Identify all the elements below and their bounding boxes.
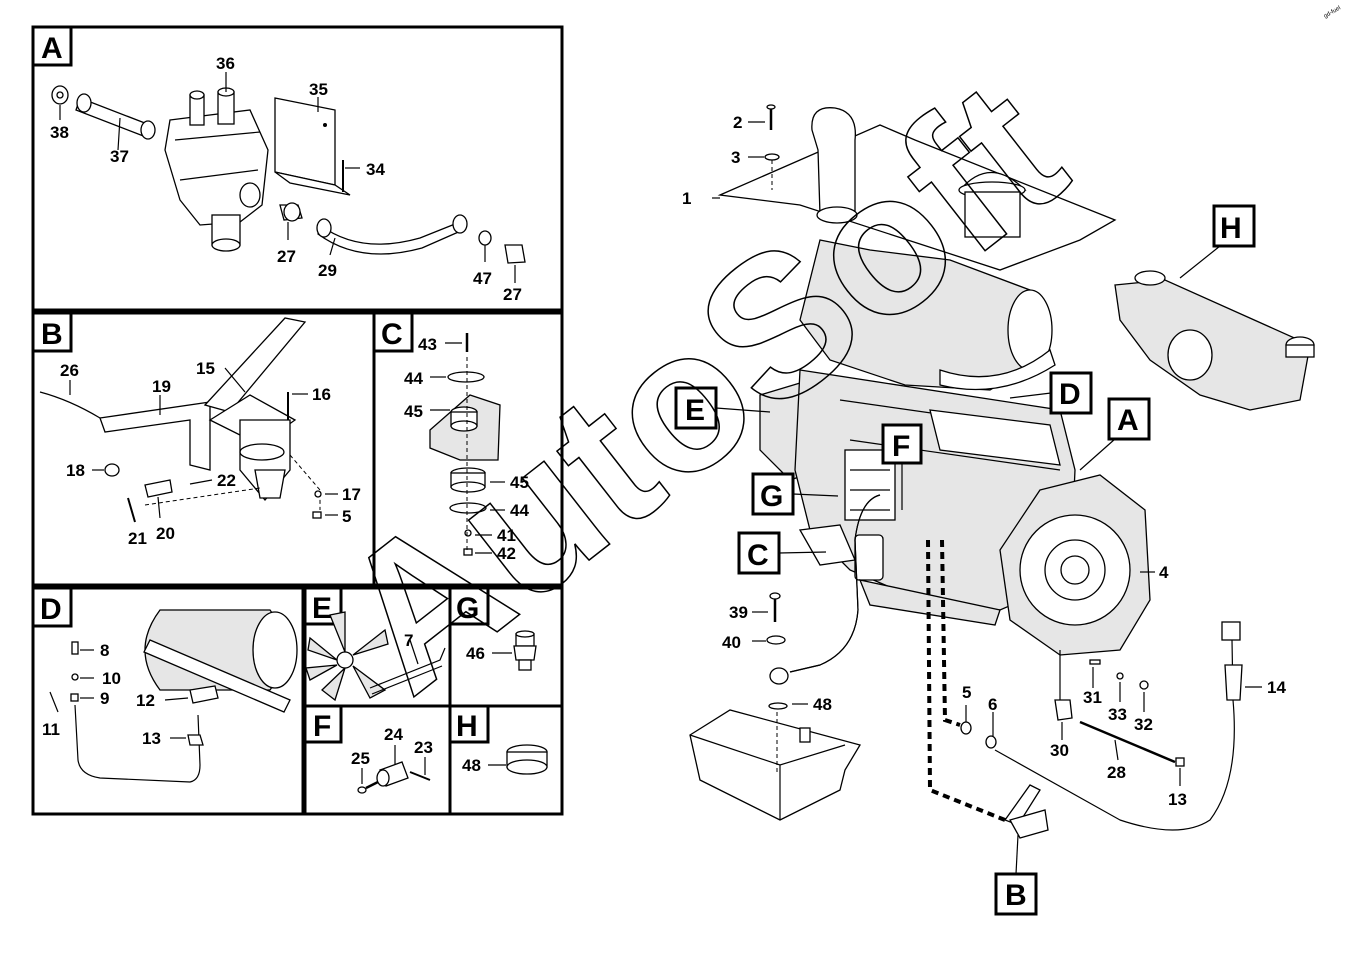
- main-callouts: E G C F D A H B: [674, 204, 1256, 916]
- panel-d-drawing: [49, 609, 298, 783]
- panel-f-label: F: [313, 710, 331, 743]
- part-label: 9: [100, 689, 109, 708]
- part-label: 48: [813, 695, 832, 714]
- part-label: 8: [100, 641, 109, 660]
- callout-b: B: [1005, 879, 1027, 912]
- part-label: 26: [60, 361, 79, 380]
- part-label: 6: [988, 695, 997, 714]
- part-label: 41: [497, 526, 516, 545]
- part-label: 23: [414, 738, 433, 757]
- part-label: 44: [404, 369, 423, 388]
- panel-e-drawing: [305, 611, 446, 702]
- part-label: 29: [318, 261, 337, 280]
- part-label: 27: [277, 247, 296, 266]
- part-label: 27: [503, 285, 522, 304]
- part-label: 17: [342, 485, 361, 504]
- part-label: 42: [497, 544, 516, 563]
- panel-h-frame: [448, 704, 564, 816]
- panel-g-drawing: [492, 630, 537, 671]
- part-label: 13: [1168, 790, 1187, 809]
- callout-f: F: [892, 430, 910, 463]
- panel-c-drawing: [429, 333, 505, 556]
- part-label: 5: [342, 507, 351, 526]
- part-label: 43: [418, 335, 437, 354]
- part-number-labels: 36 35 38 37 34 27 29 47 27 26 19 15 16 1…: [42, 54, 1286, 809]
- part-label: 45: [404, 402, 423, 421]
- panel-a-label: A: [41, 32, 63, 65]
- part-label: 40: [722, 633, 741, 652]
- panel-c-frame: [372, 311, 564, 587]
- panel-b-drawing: [39, 317, 338, 523]
- part-label: 4: [1159, 563, 1169, 582]
- part-label: 33: [1108, 705, 1127, 724]
- panel-a-drawing: [51, 72, 526, 283]
- part-label: 16: [312, 385, 331, 404]
- part-label: 47: [473, 269, 492, 288]
- corner-mark: gd-fuel: [1323, 5, 1342, 19]
- part-label: 35: [309, 80, 328, 99]
- panel-d-label: D: [40, 593, 62, 626]
- panel-frames: [31, 25, 564, 816]
- part-label: 7: [404, 631, 413, 650]
- part-label: 3: [731, 148, 740, 167]
- part-label: 36: [216, 54, 235, 73]
- part-label: 14: [1267, 678, 1286, 697]
- part-label: 46: [466, 644, 485, 663]
- part-label: 32: [1134, 715, 1153, 734]
- part-label: 10: [102, 669, 121, 688]
- part-label: 37: [110, 147, 129, 166]
- callout-c: C: [747, 539, 769, 572]
- part-label: 31: [1083, 688, 1102, 707]
- part-label: 12: [136, 691, 155, 710]
- part-label: 44: [510, 501, 529, 520]
- part-label: 34: [366, 160, 385, 179]
- part-label: 11: [42, 720, 60, 739]
- part-label: 19: [152, 377, 171, 396]
- part-label: 20: [156, 524, 175, 543]
- panel-f-drawing: [357, 745, 431, 794]
- panel-d-frame: [31, 586, 305, 816]
- part-label: 30: [1050, 741, 1069, 760]
- part-label: 39: [729, 603, 748, 622]
- part-label: 25: [351, 749, 370, 768]
- part-label: 24: [384, 725, 403, 744]
- panel-g-label: G: [456, 592, 479, 625]
- part-label: 5: [962, 683, 971, 702]
- panel-h-label: H: [456, 710, 478, 743]
- panel-e-label: E: [312, 592, 332, 625]
- part-label: 18: [66, 461, 85, 480]
- part-label: 28: [1107, 763, 1126, 782]
- panel-labels: A B C D E G F H: [31, 25, 490, 744]
- part-label: 15: [196, 359, 215, 378]
- part-label: 2: [733, 113, 742, 132]
- callout-e: E: [685, 394, 705, 427]
- callout-a: A: [1117, 404, 1139, 437]
- main-engine-drawing: [689, 104, 1315, 839]
- part-label: 45: [510, 473, 529, 492]
- callout-g: G: [760, 480, 783, 513]
- panel-h-drawing: [488, 744, 548, 775]
- part-label: 13: [142, 729, 161, 748]
- part-label: 48: [462, 756, 481, 775]
- callout-h: H: [1220, 212, 1242, 245]
- panel-c-label: C: [381, 318, 403, 351]
- part-label: 1: [682, 189, 691, 208]
- part-label: 38: [50, 123, 69, 142]
- part-label: 21: [128, 529, 147, 548]
- callout-d: D: [1059, 378, 1081, 411]
- panel-a-frame: [31, 25, 564, 312]
- part-label: 22: [217, 471, 236, 490]
- panel-b-label: B: [41, 318, 63, 351]
